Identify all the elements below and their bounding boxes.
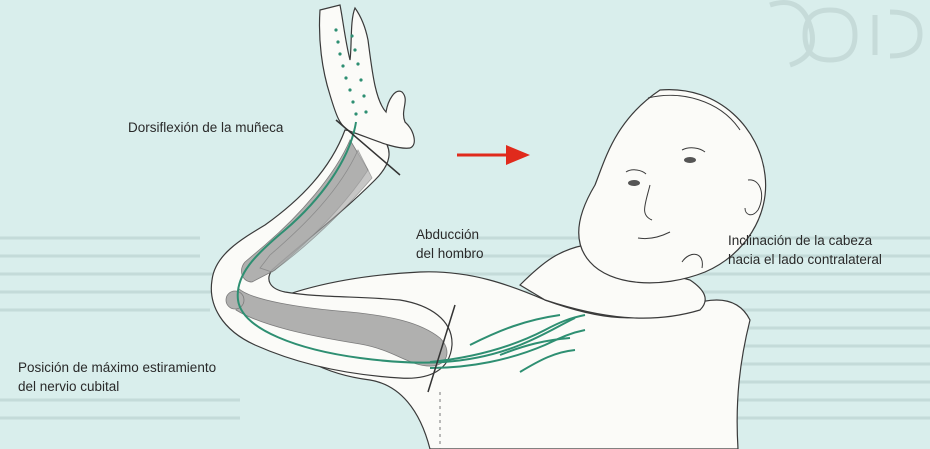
head-label-line2: hacia el lado contralateral [728, 250, 882, 269]
nerve-label-line1: Posición de máximo estiramiento [18, 358, 216, 377]
shoulder-label-line1: Abducción [416, 225, 484, 244]
ulnar-nerve-stretch-label: Posición de máximo estiramiento del nerv… [18, 358, 216, 396]
shoulder-abduction-label: Abducción del hombro [416, 225, 484, 263]
wrist-dorsiflexion-label: Dorsiflexión de la muñeca [128, 118, 283, 137]
head-label-line1: Inclinación de la cabeza [728, 231, 882, 250]
shoulder-label-line2: del hombro [416, 244, 484, 263]
right-arrow-icon [457, 145, 530, 165]
head-tilt-label: Inclinación de la cabeza hacia el lado c… [728, 231, 882, 269]
faint-heading-glyphs [770, 3, 920, 66]
hand-outline [319, 5, 414, 148]
nerve-label-line2: del nervio cubital [18, 377, 216, 396]
